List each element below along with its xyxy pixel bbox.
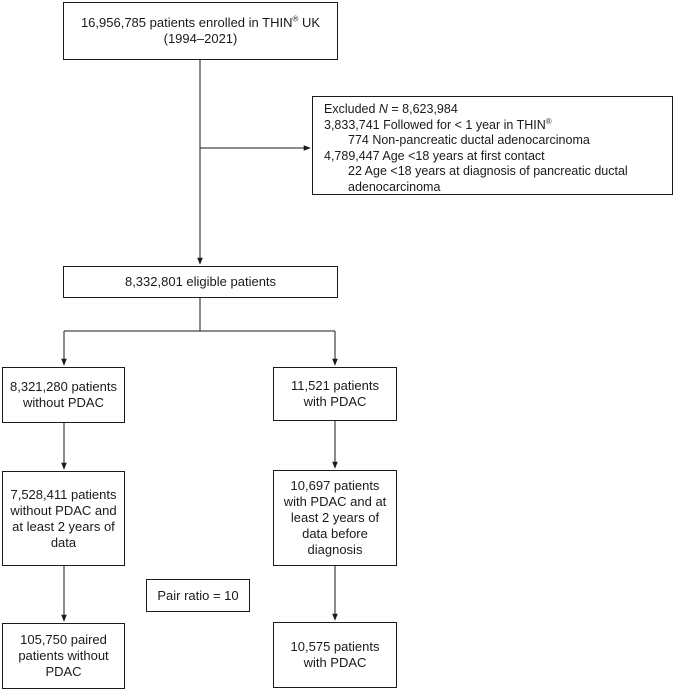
with-pdac-two-years-line: data before	[302, 526, 368, 541]
without-pdac-two-years-line: without PDAC and	[10, 502, 117, 518]
excluded-title: Excluded N = 8,623,984	[324, 102, 458, 116]
without-pdac-line: 8,321,280 patients	[10, 379, 117, 394]
paired-line: 105,750 paired	[20, 632, 107, 647]
excluded-subitem-age-diagnosis: 22 Age <18 years at diagnosis of pancrea…	[348, 164, 628, 194]
with-pdac-two-years-line: least 2 years of	[290, 510, 380, 525]
paired-without-pdac-box: 105,750 paired patients without PDAC	[2, 623, 125, 689]
excluded-subitem-non-pdac: 774 Non-pancreatic ductal adenocarcinoma	[348, 133, 590, 147]
enrolled-box: 16,956,785 patients enrolled in THIN® UK…	[63, 2, 338, 60]
without-pdac-two-years-box: 7,528,411 patients without PDAC and at l…	[2, 471, 125, 566]
with-pdac-box: 11,521 patients with PDAC	[273, 367, 397, 421]
with-pdac-two-years-box: 10,697 patients with PDAC and at least 2…	[273, 470, 397, 566]
with-pdac-two-years-line: 10,697 patients	[290, 478, 380, 493]
without-pdac-two-years-line: at least 2 years of	[12, 518, 115, 534]
without-pdac-two-years-line: 7,528,411 patients	[10, 486, 117, 502]
eligible-label: 8,332,801 eligible patients	[124, 274, 277, 289]
enrolled-line1: 16,956,785 patients enrolled in THIN® UK	[80, 14, 321, 30]
with-pdac-final-box: 10,575 patients with PDAC	[273, 622, 397, 688]
pair-ratio-box: Pair ratio = 10	[146, 579, 250, 612]
without-pdac-line: without PDAC	[23, 395, 104, 410]
paired-line: patients without	[18, 648, 109, 663]
pair-ratio-label: Pair ratio = 10	[157, 587, 239, 603]
excluded-item-age: 4,789,447 Age <18 years at first contact	[324, 148, 545, 163]
excluded-box: Excluded N = 8,623,984 3,833,741 Followe…	[312, 96, 673, 195]
without-pdac-box: 8,321,280 patients without PDAC	[2, 367, 125, 423]
with-pdac-two-years-line: with PDAC and at	[283, 494, 387, 509]
enrolled-line2: (1994–2021)	[163, 31, 238, 46]
with-pdac-line: 11,521 patients	[291, 378, 379, 393]
with-pdac-final-line: with PDAC	[303, 655, 367, 670]
paired-line: PDAC	[45, 664, 82, 679]
eligible-box: 8,332,801 eligible patients	[63, 266, 338, 298]
without-pdac-two-years-line: data	[50, 534, 77, 550]
excluded-item-followed: 3,833,741 Followed for < 1 year in THIN®	[324, 116, 552, 132]
with-pdac-final-line: 10,575 patients	[290, 639, 380, 654]
with-pdac-two-years-line: diagnosis	[307, 542, 363, 557]
with-pdac-line: with PDAC	[303, 394, 367, 409]
